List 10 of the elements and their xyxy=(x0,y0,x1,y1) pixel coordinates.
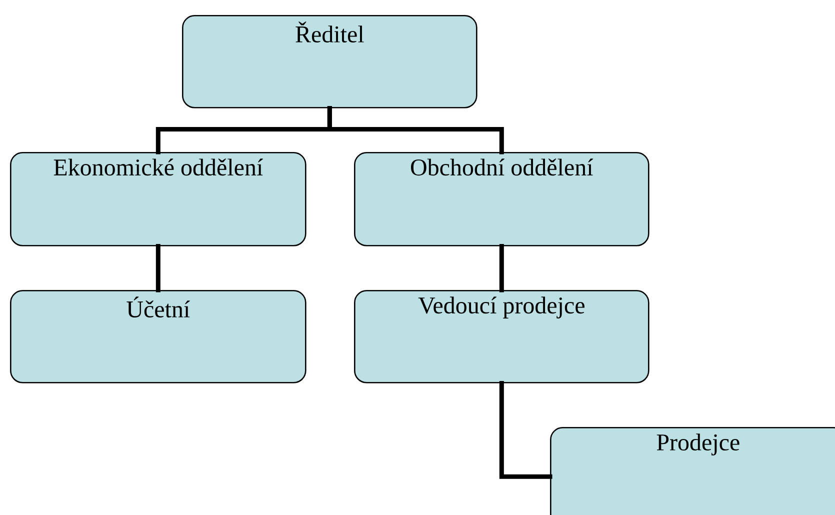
connector-line xyxy=(499,381,552,479)
org-box: Ekonomické oddělení xyxy=(10,152,306,246)
org-box: Účetní xyxy=(10,290,306,384)
org-box: Ředitel xyxy=(182,15,478,108)
org-box: Vedoucí prodejce xyxy=(354,290,650,384)
connector-line xyxy=(156,244,160,292)
org-box: Prodejce xyxy=(550,427,835,515)
org-box: Obchodní oddělení xyxy=(354,152,650,246)
connector-line xyxy=(327,106,504,154)
connector-line xyxy=(499,244,504,292)
